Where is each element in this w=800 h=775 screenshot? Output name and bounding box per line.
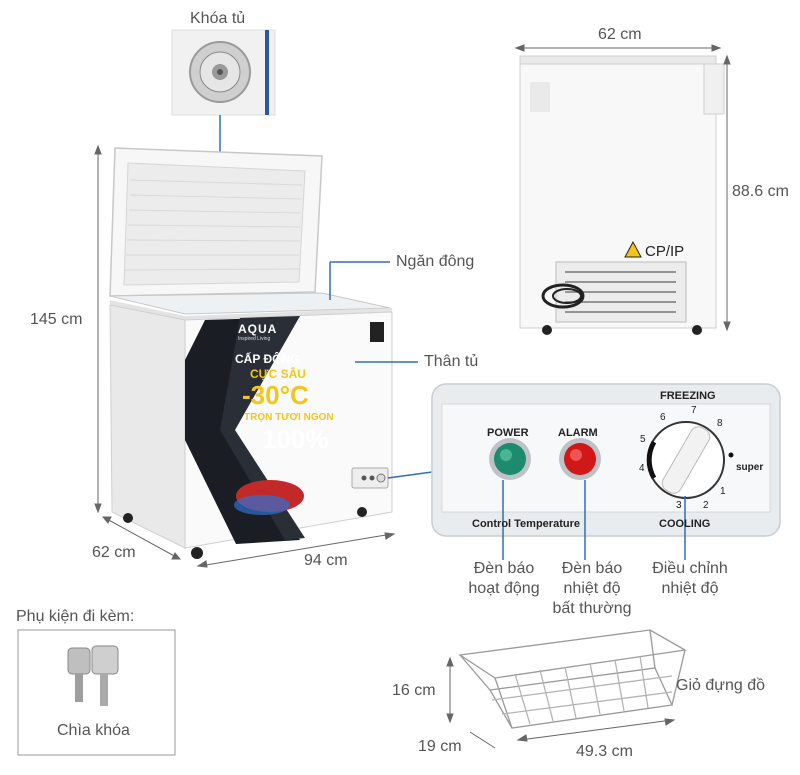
width-side-label: 62 cm [598,26,642,43]
alarm-light-label-line2: nhiệt độ [563,580,621,597]
temp-control-label-line1: Điều chỉnh [652,560,728,577]
alarm-light-label: Đèn báo nhiệt độ bất thường [542,560,642,618]
temp-control-label: Điều chỉnh nhiệt độ [642,560,738,598]
dimension-lines-basket [446,656,676,749]
brand-tagline: Inspired Living [238,336,271,342]
promo-temp: -30°C [242,380,309,410]
chest-freezer-side [519,55,725,335]
panel-power: POWER [487,427,529,439]
power-light-label-line2: hoạt động [468,580,540,597]
depth-main-label: 62 cm [92,544,136,561]
alarm-light-label-line3: bất thường [552,600,632,617]
dial-number-5: 5 [640,434,646,445]
promo-line-3: TRỌN TƯƠI NGON [244,412,334,423]
dial-number-7: 7 [691,405,697,416]
dimension-lines-main [94,144,396,568]
promo-line-1: CẤP ĐÔNG [235,352,300,366]
panel-alarm: ALARM [558,427,598,439]
promo-line-2: CỰC SÂU [250,367,306,381]
height-main-label: 145 cm [30,311,83,328]
promo-percent: 100% [262,424,329,454]
dial-number-1: 1 [720,486,726,497]
panel-cooling: COOLING [659,518,711,530]
chest-freezer-front [109,147,393,559]
basket-depth-label: 19 cm [418,738,462,755]
basket-height-label: 16 cm [392,682,436,699]
panel-freezing: FREEZING [660,390,716,402]
basket-width-label: 49.3 cm [576,743,633,760]
dial-number-4: 4 [639,463,645,474]
height-side-label: 88.6 cm [732,183,789,200]
freezer-compartment-label: Ngăn đông [396,253,475,270]
wire-basket [458,629,687,729]
panel-super: super [736,462,764,473]
power-light-label-line1: Đèn báo [473,560,535,577]
dial-number-8: 8 [717,418,723,429]
accessories-heading: Phụ kiện đi kèm: [16,608,135,625]
lock-label: Khóa tủ [190,10,246,27]
panel-control-temperature: Control Temperature [472,518,580,530]
basket-label: Giỏ đựng đồ [676,677,765,694]
temp-control-label-line2: nhiệt độ [661,580,719,597]
control-panel-closeup [431,383,781,537]
power-light-label: Đèn báo hoạt động [458,560,550,598]
key-label: Chìa khóa [57,722,130,739]
width-main-label: 94 cm [304,552,348,569]
dial-number-3: 3 [676,500,682,511]
lock-photo [171,29,276,116]
dial-number-2: 2 [703,500,709,511]
side-warning-label: CP/IP [645,243,685,260]
key-icon [67,645,119,706]
dial-number-6: 6 [660,412,666,423]
body-label: Thân tủ [424,353,479,370]
alarm-light-label-line1: Đèn báo [561,560,623,577]
brand-logo: AQUA [238,322,278,336]
dimension-lines-side [514,44,731,332]
